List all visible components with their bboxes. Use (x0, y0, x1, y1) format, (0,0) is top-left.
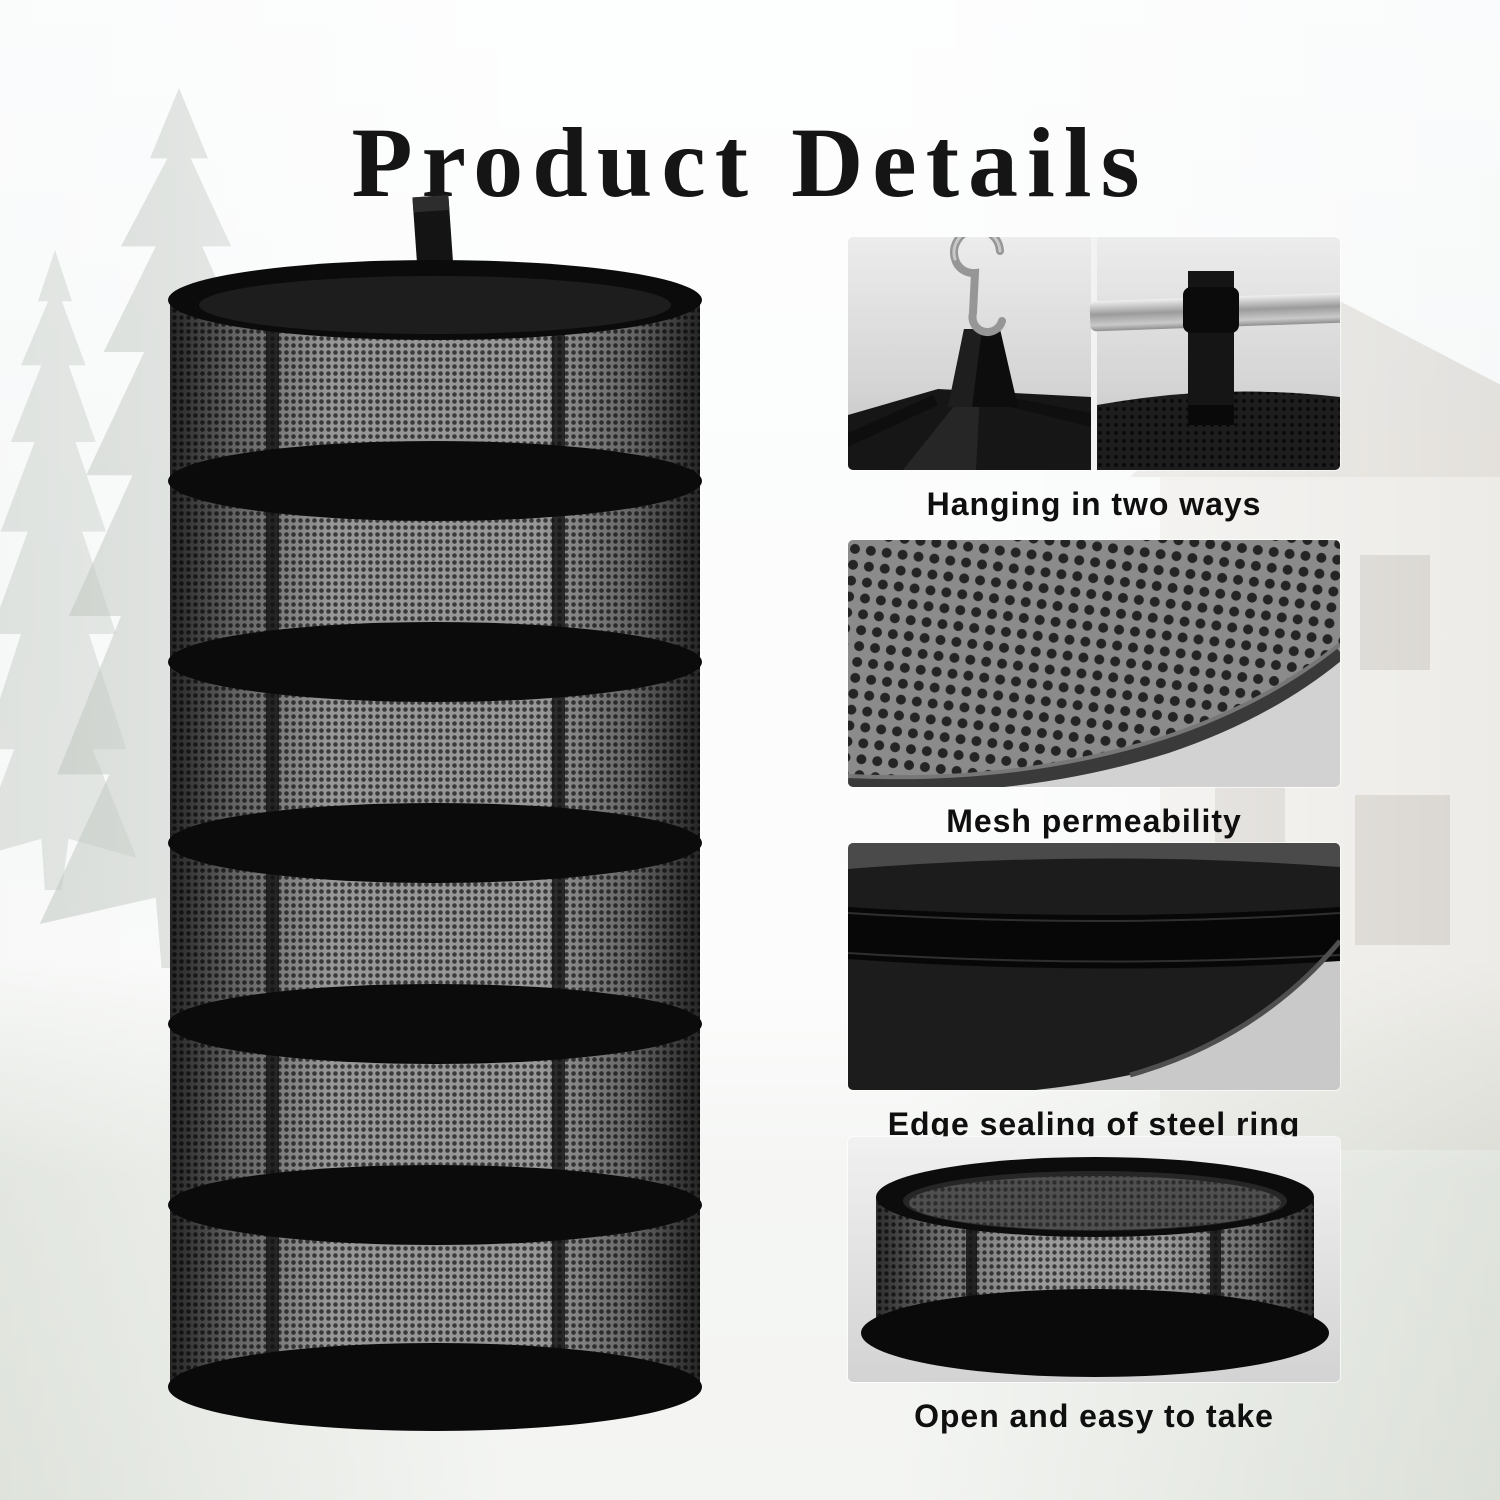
strap-on-pole-scene (1089, 271, 1340, 470)
detail-caption-hanging: Hanging in two ways (926, 486, 1262, 522)
s-hook-hanging-scene (848, 237, 1091, 470)
steel-ring-band (848, 907, 1340, 969)
tier-rims (168, 260, 702, 1431)
hanging-strap (412, 194, 455, 282)
detail-card-open: Open and easy to take (848, 1137, 1340, 1435)
s-hook-icon (950, 237, 1006, 337)
drying-rack-image (150, 188, 720, 1443)
detail-caption-mesh: Mesh permeability (946, 803, 1242, 839)
single-tier-open (861, 1157, 1329, 1377)
mesh-closeup-photo (848, 540, 1340, 787)
detail-caption-edge: Edge sealing of steel ring (887, 1106, 1301, 1142)
detail-card-edge: Edge sealing of steel ring (848, 843, 1340, 1143)
edge-sealing-photo (848, 843, 1340, 1090)
mesh-hem-edge (848, 646, 1340, 787)
detail-card-mesh: Mesh permeability (848, 540, 1340, 840)
page-title: Product Details (351, 107, 1149, 218)
detail-caption-open: Open and easy to take (914, 1398, 1274, 1434)
open-tier-photo (848, 1137, 1340, 1382)
detail-card-hanging: Hanging in two ways (848, 237, 1340, 523)
hanging-two-ways-photo (848, 237, 1340, 470)
